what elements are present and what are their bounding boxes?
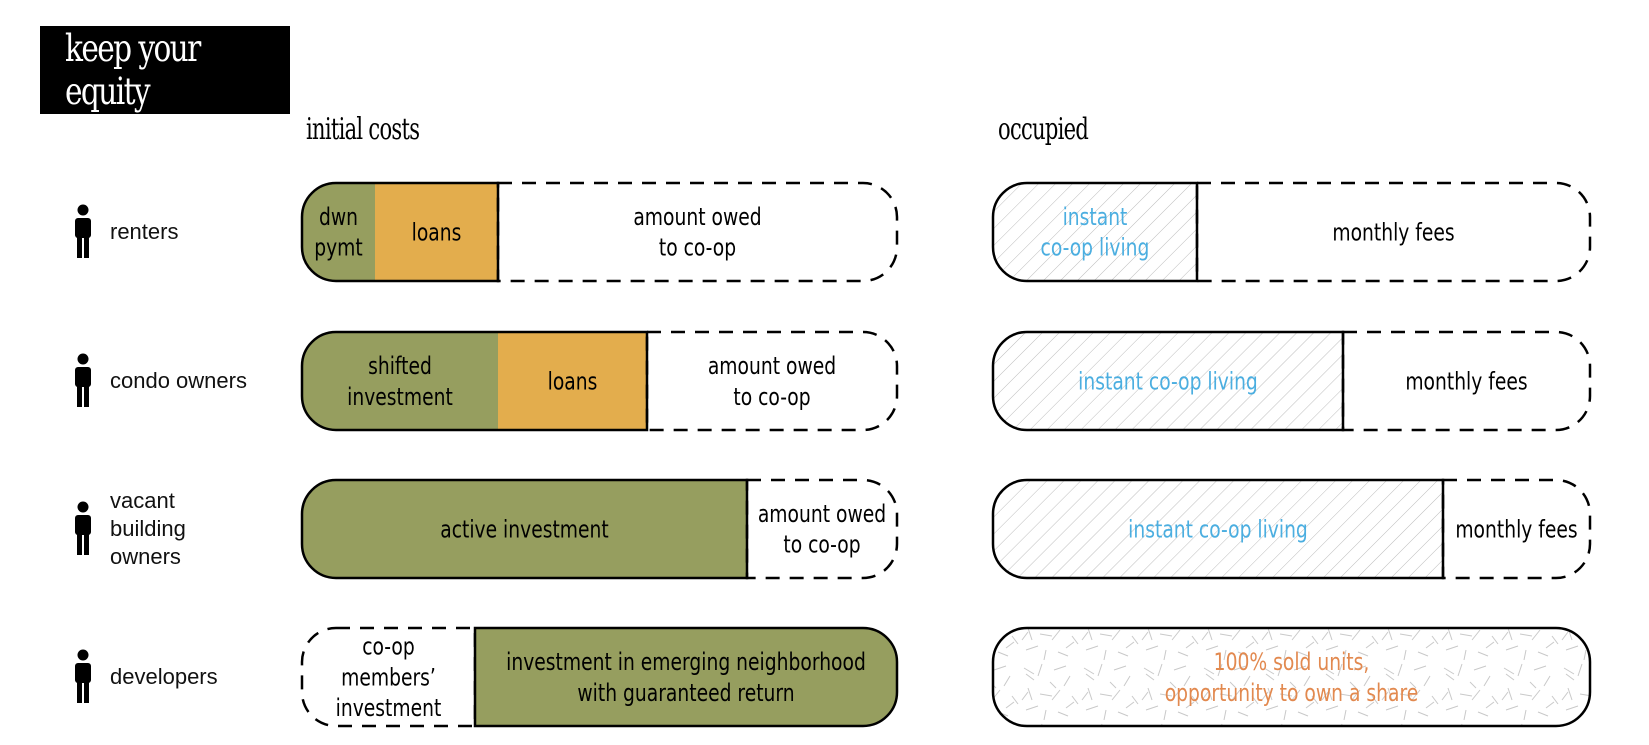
occupied-bar-row-2: instant co-op living monthly fees — [991, 330, 1592, 432]
segment-label: instant — [1063, 204, 1128, 232]
person-icon — [75, 649, 91, 703]
solid-outline — [991, 478, 1445, 580]
occupied-bar-row-1: instant co-op living monthly fees — [991, 181, 1592, 283]
confetti-segment — [993, 628, 1590, 726]
segment-label: investment in emerging neighborhood — [506, 649, 866, 677]
initial-bar-row-2: shifted investment loans amount owed to co-o… — [300, 330, 899, 432]
dashed-outline — [1341, 330, 1592, 432]
person-icon — [75, 353, 91, 407]
segment-label: to co-op — [733, 384, 810, 412]
segment-label: shifted — [368, 353, 432, 381]
segment-label: pymt — [314, 235, 363, 263]
green-segment — [302, 480, 747, 578]
segment-label: investment — [336, 695, 442, 723]
segment-label: co-op living — [1041, 235, 1150, 263]
segment-label: loans — [548, 368, 598, 396]
row-label: owners — [110, 544, 181, 569]
segment-label: to co-op — [659, 235, 736, 263]
orange-segment — [498, 332, 647, 430]
row-label: renters — [110, 219, 179, 244]
dashed-outline — [745, 478, 899, 580]
dashed-segment — [647, 332, 897, 430]
solid-outline — [991, 626, 1592, 728]
segment-label: members’ — [341, 664, 436, 692]
segment-label: loans — [412, 219, 462, 247]
row-label: developers — [110, 664, 218, 689]
occupied-bar-row-3: instant co-op living monthly fees — [991, 478, 1592, 580]
segment-label: investment — [347, 384, 453, 412]
occupied-header: occupied — [998, 112, 1089, 147]
row-label: condo owners — [110, 368, 247, 393]
row-label: vacant — [110, 488, 175, 513]
initial-bar-row-1: dwn pymt loans amount owed to co-op — [300, 181, 899, 283]
segment-label: co-op — [362, 633, 415, 661]
person-icon — [75, 204, 91, 258]
title-banner: keep your equity — [40, 26, 290, 114]
orange-segment — [375, 183, 498, 281]
segment-label: opportunity to own a share — [1165, 680, 1419, 708]
segment-label: amount owed — [633, 204, 761, 232]
solid-outline — [991, 330, 1345, 432]
diagram-title: keep your equity — [65, 27, 201, 113]
person-icon — [75, 501, 91, 555]
green-segment — [302, 332, 498, 430]
solid-outline — [300, 330, 649, 432]
segment-label: active investment — [440, 516, 609, 544]
dashed-outline — [1195, 181, 1592, 283]
segment-label: dwn — [319, 204, 358, 232]
segment-label: 100% sold units, — [1214, 649, 1370, 677]
green-segment — [475, 628, 897, 726]
segment-label: monthly fees — [1332, 219, 1454, 247]
solid-outline — [473, 626, 899, 728]
hatched-segment — [993, 332, 1343, 430]
hatched-segment — [993, 480, 1443, 578]
segment-label: to co-op — [783, 532, 860, 560]
segment-label: amount owed — [758, 501, 886, 529]
dashed-segment — [498, 183, 897, 281]
row-label: building — [110, 516, 186, 541]
segment-label: instant co-op living — [1128, 516, 1308, 544]
occupied-bar-row-4: 100% sold units, opportunity to own a sha… — [991, 626, 1592, 728]
dashed-outline — [300, 626, 477, 728]
initial-costs-header: initial costs — [306, 112, 420, 147]
initial-bar-row-4: co-op members’ investment investment in eme… — [300, 626, 899, 728]
solid-outline — [991, 181, 1199, 283]
green-segment — [302, 183, 375, 281]
solid-outline — [300, 181, 500, 283]
segment-label: instant co-op living — [1078, 368, 1258, 396]
dashed-outline — [496, 181, 899, 283]
segment-label: with guaranteed return — [577, 680, 794, 708]
segment-label: monthly fees — [1455, 516, 1577, 544]
solid-outline — [300, 478, 749, 580]
initial-bar-row-3: active investment amount owed to co-op — [300, 478, 899, 580]
dashed-segment — [747, 480, 897, 578]
dashed-outline — [645, 330, 899, 432]
dashed-outline — [1441, 478, 1592, 580]
segment-label: monthly fees — [1405, 368, 1527, 396]
hatched-segment — [993, 183, 1197, 281]
segment-label: amount owed — [708, 353, 836, 381]
